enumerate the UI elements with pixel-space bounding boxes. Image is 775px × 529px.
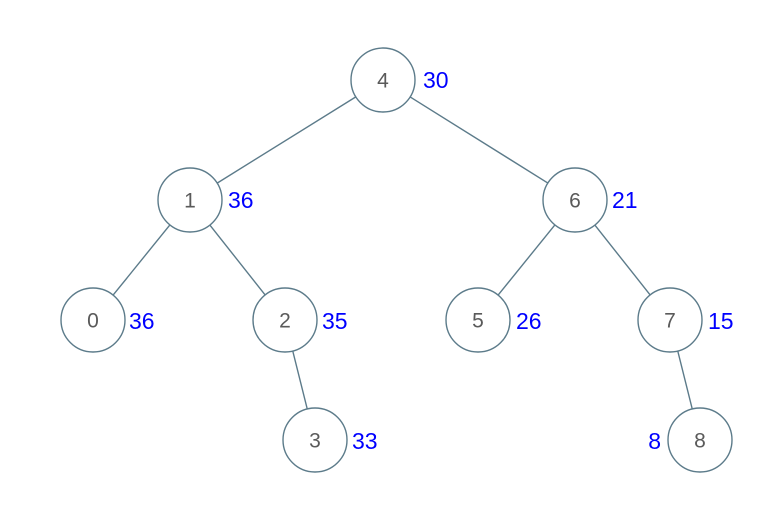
tree-node-weight-label: 36: [129, 308, 155, 334]
tree-node-weight-label: 21: [612, 187, 638, 213]
tree-edge: [209, 224, 266, 296]
tree-edge: [112, 224, 171, 296]
tree-node-label: 7: [664, 310, 676, 333]
tree-node[interactable]: 8: [667, 407, 733, 473]
tree-node-circle[interactable]: [60, 287, 126, 353]
tree-node-circle[interactable]: [157, 167, 223, 233]
tree-edge: [497, 224, 556, 296]
tree-node-circle[interactable]: [542, 167, 608, 233]
tree-node[interactable]: 1: [157, 167, 223, 233]
tree-node-label: 0: [87, 310, 99, 333]
tree-node-weight-label: 33: [352, 428, 378, 454]
tree-edge: [216, 96, 357, 184]
tree-node[interactable]: 4: [350, 47, 416, 113]
tree-node-circle[interactable]: [445, 287, 511, 353]
tree-node-label: 1: [184, 190, 196, 213]
tree-node-circle[interactable]: [637, 287, 703, 353]
tree-node-circle[interactable]: [282, 407, 348, 473]
tree-edge: [409, 96, 549, 184]
tree-edge: [677, 350, 693, 410]
tree-node-circle[interactable]: [350, 47, 416, 113]
tree-node[interactable]: 5: [445, 287, 511, 353]
tree-node-weight-label: 36: [228, 187, 254, 213]
tree-node[interactable]: 6: [542, 167, 608, 233]
tree-node-label: 3: [309, 430, 321, 453]
tree-node[interactable]: 7: [637, 287, 703, 353]
tree-node-label: 2: [279, 310, 291, 333]
tree-node-circle[interactable]: [252, 287, 318, 353]
tree-node-weight-label: 8: [648, 428, 661, 454]
edges-group: [112, 96, 693, 410]
tree-node-label: 5: [472, 310, 484, 333]
tree-node-weight-label: 26: [516, 308, 542, 334]
tree-node[interactable]: 2: [252, 287, 318, 353]
tree-node-label: 4: [377, 70, 389, 93]
tree-edge: [594, 224, 651, 296]
tree-node[interactable]: 0: [60, 287, 126, 353]
nodes-group: 4 1 6 0 2 5 7 3 8: [60, 47, 733, 473]
tree-node-circle[interactable]: [667, 407, 733, 473]
tree-node-weight-label: 35: [322, 308, 348, 334]
tree-node[interactable]: 3: [282, 407, 348, 473]
tree-edge: [292, 350, 308, 410]
tree-node-label: 6: [569, 190, 581, 213]
tree-node-weight-label: 30: [423, 67, 449, 93]
tree-node-weight-label: 15: [708, 308, 734, 334]
tree-node-label: 8: [694, 430, 706, 453]
